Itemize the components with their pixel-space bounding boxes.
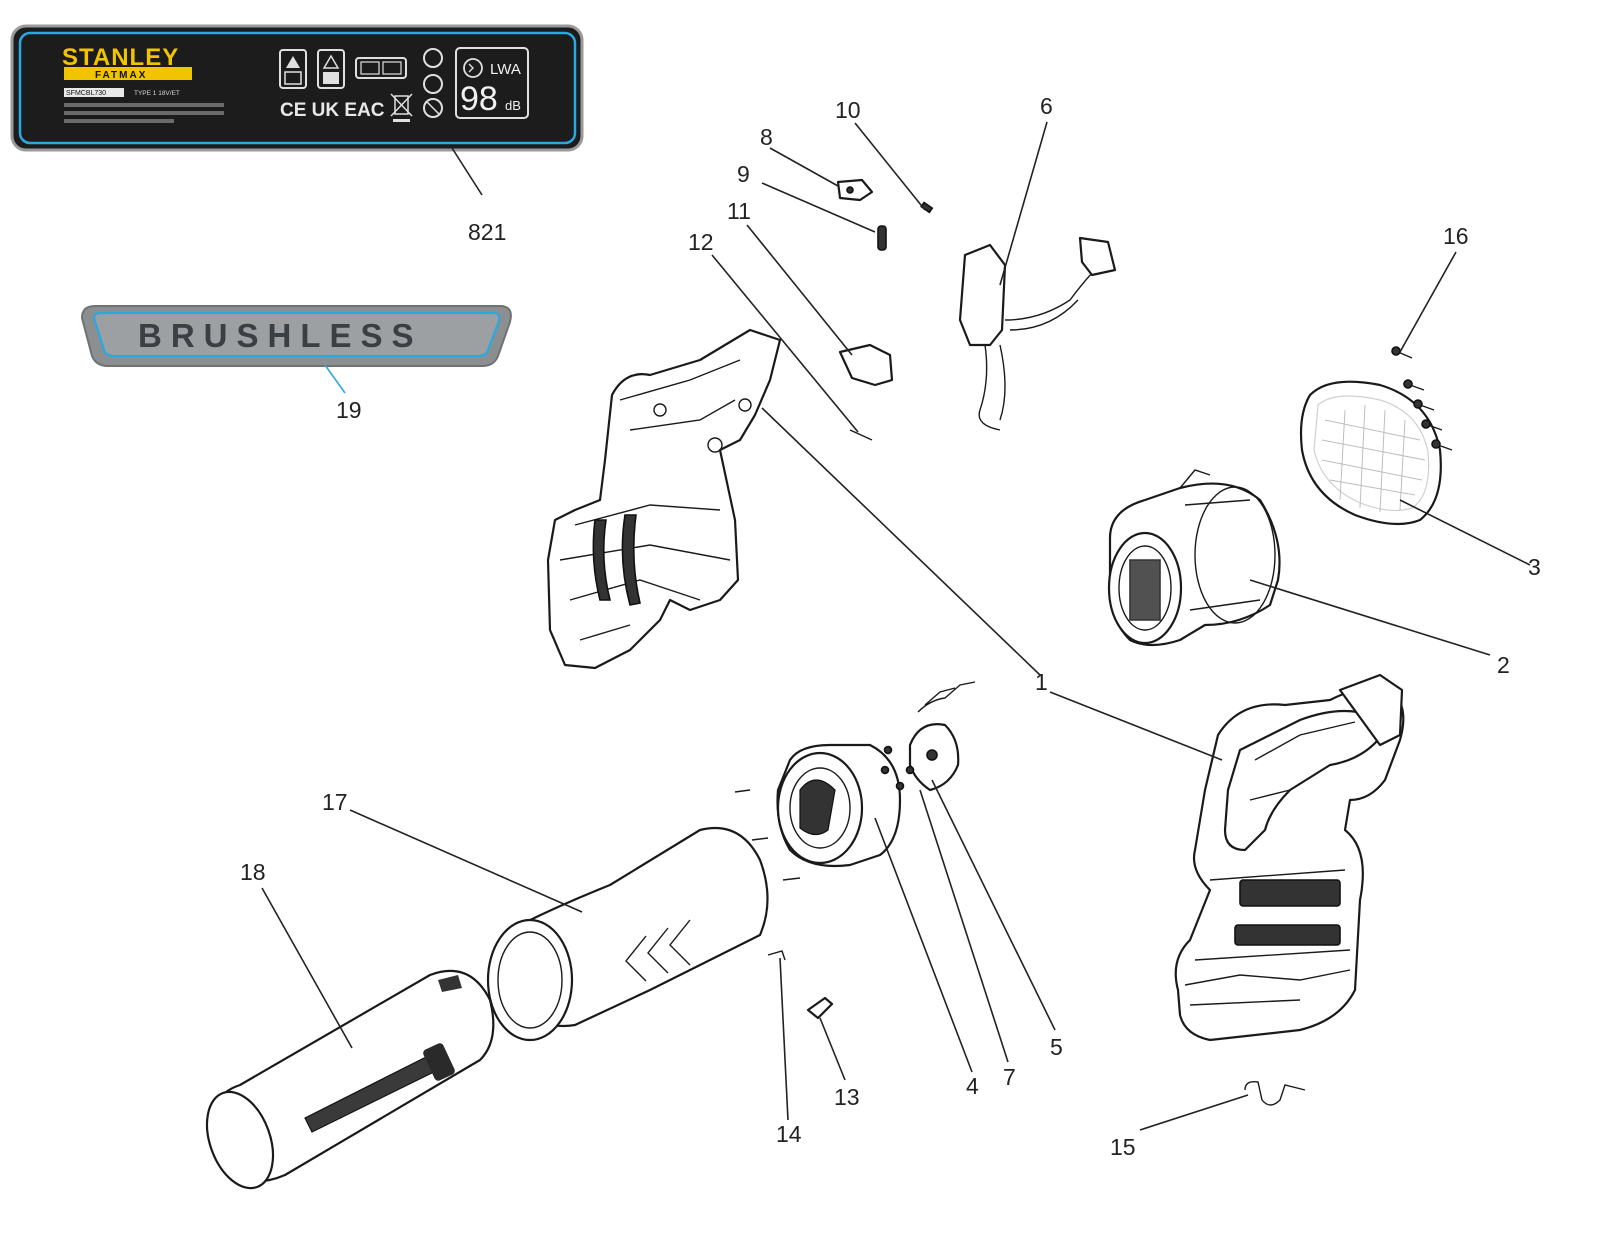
leader-lines [261, 121, 1531, 1131]
part-17-blower-tube [486, 826, 769, 1042]
sound-unit: dB [505, 98, 521, 113]
label-model: SFMCBL730 [66, 90, 106, 97]
callout-17: 17 [322, 789, 348, 815]
part-4-fan-housing [776, 743, 902, 868]
sound-label: LWA [490, 61, 521, 78]
callout-6: 6 [1040, 93, 1053, 119]
part-12-pin [849, 429, 873, 441]
part-8-switch-lever [836, 178, 874, 202]
callout-13: 13 [834, 1084, 860, 1110]
callout-12: 12 [688, 229, 714, 255]
callout-2: 2 [1497, 652, 1510, 678]
part-1-housing-handle [1174, 673, 1405, 1042]
part-5-sensor-board [908, 681, 976, 792]
brushless-badge: BRUSHLESS [80, 305, 512, 367]
part-3-rear-grille [1299, 380, 1442, 526]
part-11-trigger-switch [838, 343, 894, 387]
label-brand: STANLEY [62, 44, 179, 71]
part-6-wiring-harness [958, 236, 1117, 431]
callout-4: 4 [966, 1073, 979, 1099]
part-2-motor [1107, 469, 1281, 647]
callout-821: 821 [468, 219, 506, 245]
callout-numbers: 821 19 1 2 3 4 5 6 7 8 9 10 11 12 13 14 … [240, 93, 1541, 1160]
eye-protection-icon [317, 49, 345, 89]
callout-16: 16 [1443, 223, 1469, 249]
part-1-left-housing [546, 328, 782, 670]
battery-icon [355, 57, 407, 79]
callout-5: 5 [1050, 1034, 1063, 1060]
label-type: TYPE 1 18V/ET [134, 90, 180, 97]
part-14-spring-clip [767, 950, 786, 961]
part-4-screws [734, 789, 801, 881]
callout-10: 10 [835, 97, 861, 123]
label-marks: CE UK EAC [280, 100, 385, 121]
callout-3: 3 [1528, 554, 1541, 580]
part-15-wire-clip [1244, 1080, 1306, 1106]
badge-text: BRUSHLESS [138, 317, 423, 354]
warning-manual-icon [279, 49, 307, 89]
part-7-screws [880, 745, 915, 791]
callout-15: 15 [1110, 1134, 1136, 1160]
callout-11: 11 [727, 198, 751, 224]
part-13-latch [806, 996, 834, 1020]
callout-14: 14 [776, 1121, 802, 1147]
callout-19: 19 [336, 397, 362, 423]
part-16-screws [1391, 346, 1453, 451]
sound-power-box: LWA 98 dB [455, 47, 529, 119]
part-9-spring [877, 225, 887, 251]
callout-9: 9 [737, 161, 750, 187]
recycle-icons [423, 48, 443, 118]
weee-icon [390, 93, 413, 122]
sound-power-value: 98 [460, 80, 498, 118]
part-18-nozzle [205, 969, 495, 1190]
callout-8: 8 [760, 124, 773, 150]
callout-7: 7 [1003, 1064, 1016, 1090]
rating-label-plate: STANLEY FATMAX SFMCBL730 TYPE 1 18V/ET [10, 24, 584, 152]
label-sub-brand: FATMAX [95, 70, 147, 81]
callout-18: 18 [240, 859, 266, 885]
callout-1: 1 [1035, 669, 1048, 695]
